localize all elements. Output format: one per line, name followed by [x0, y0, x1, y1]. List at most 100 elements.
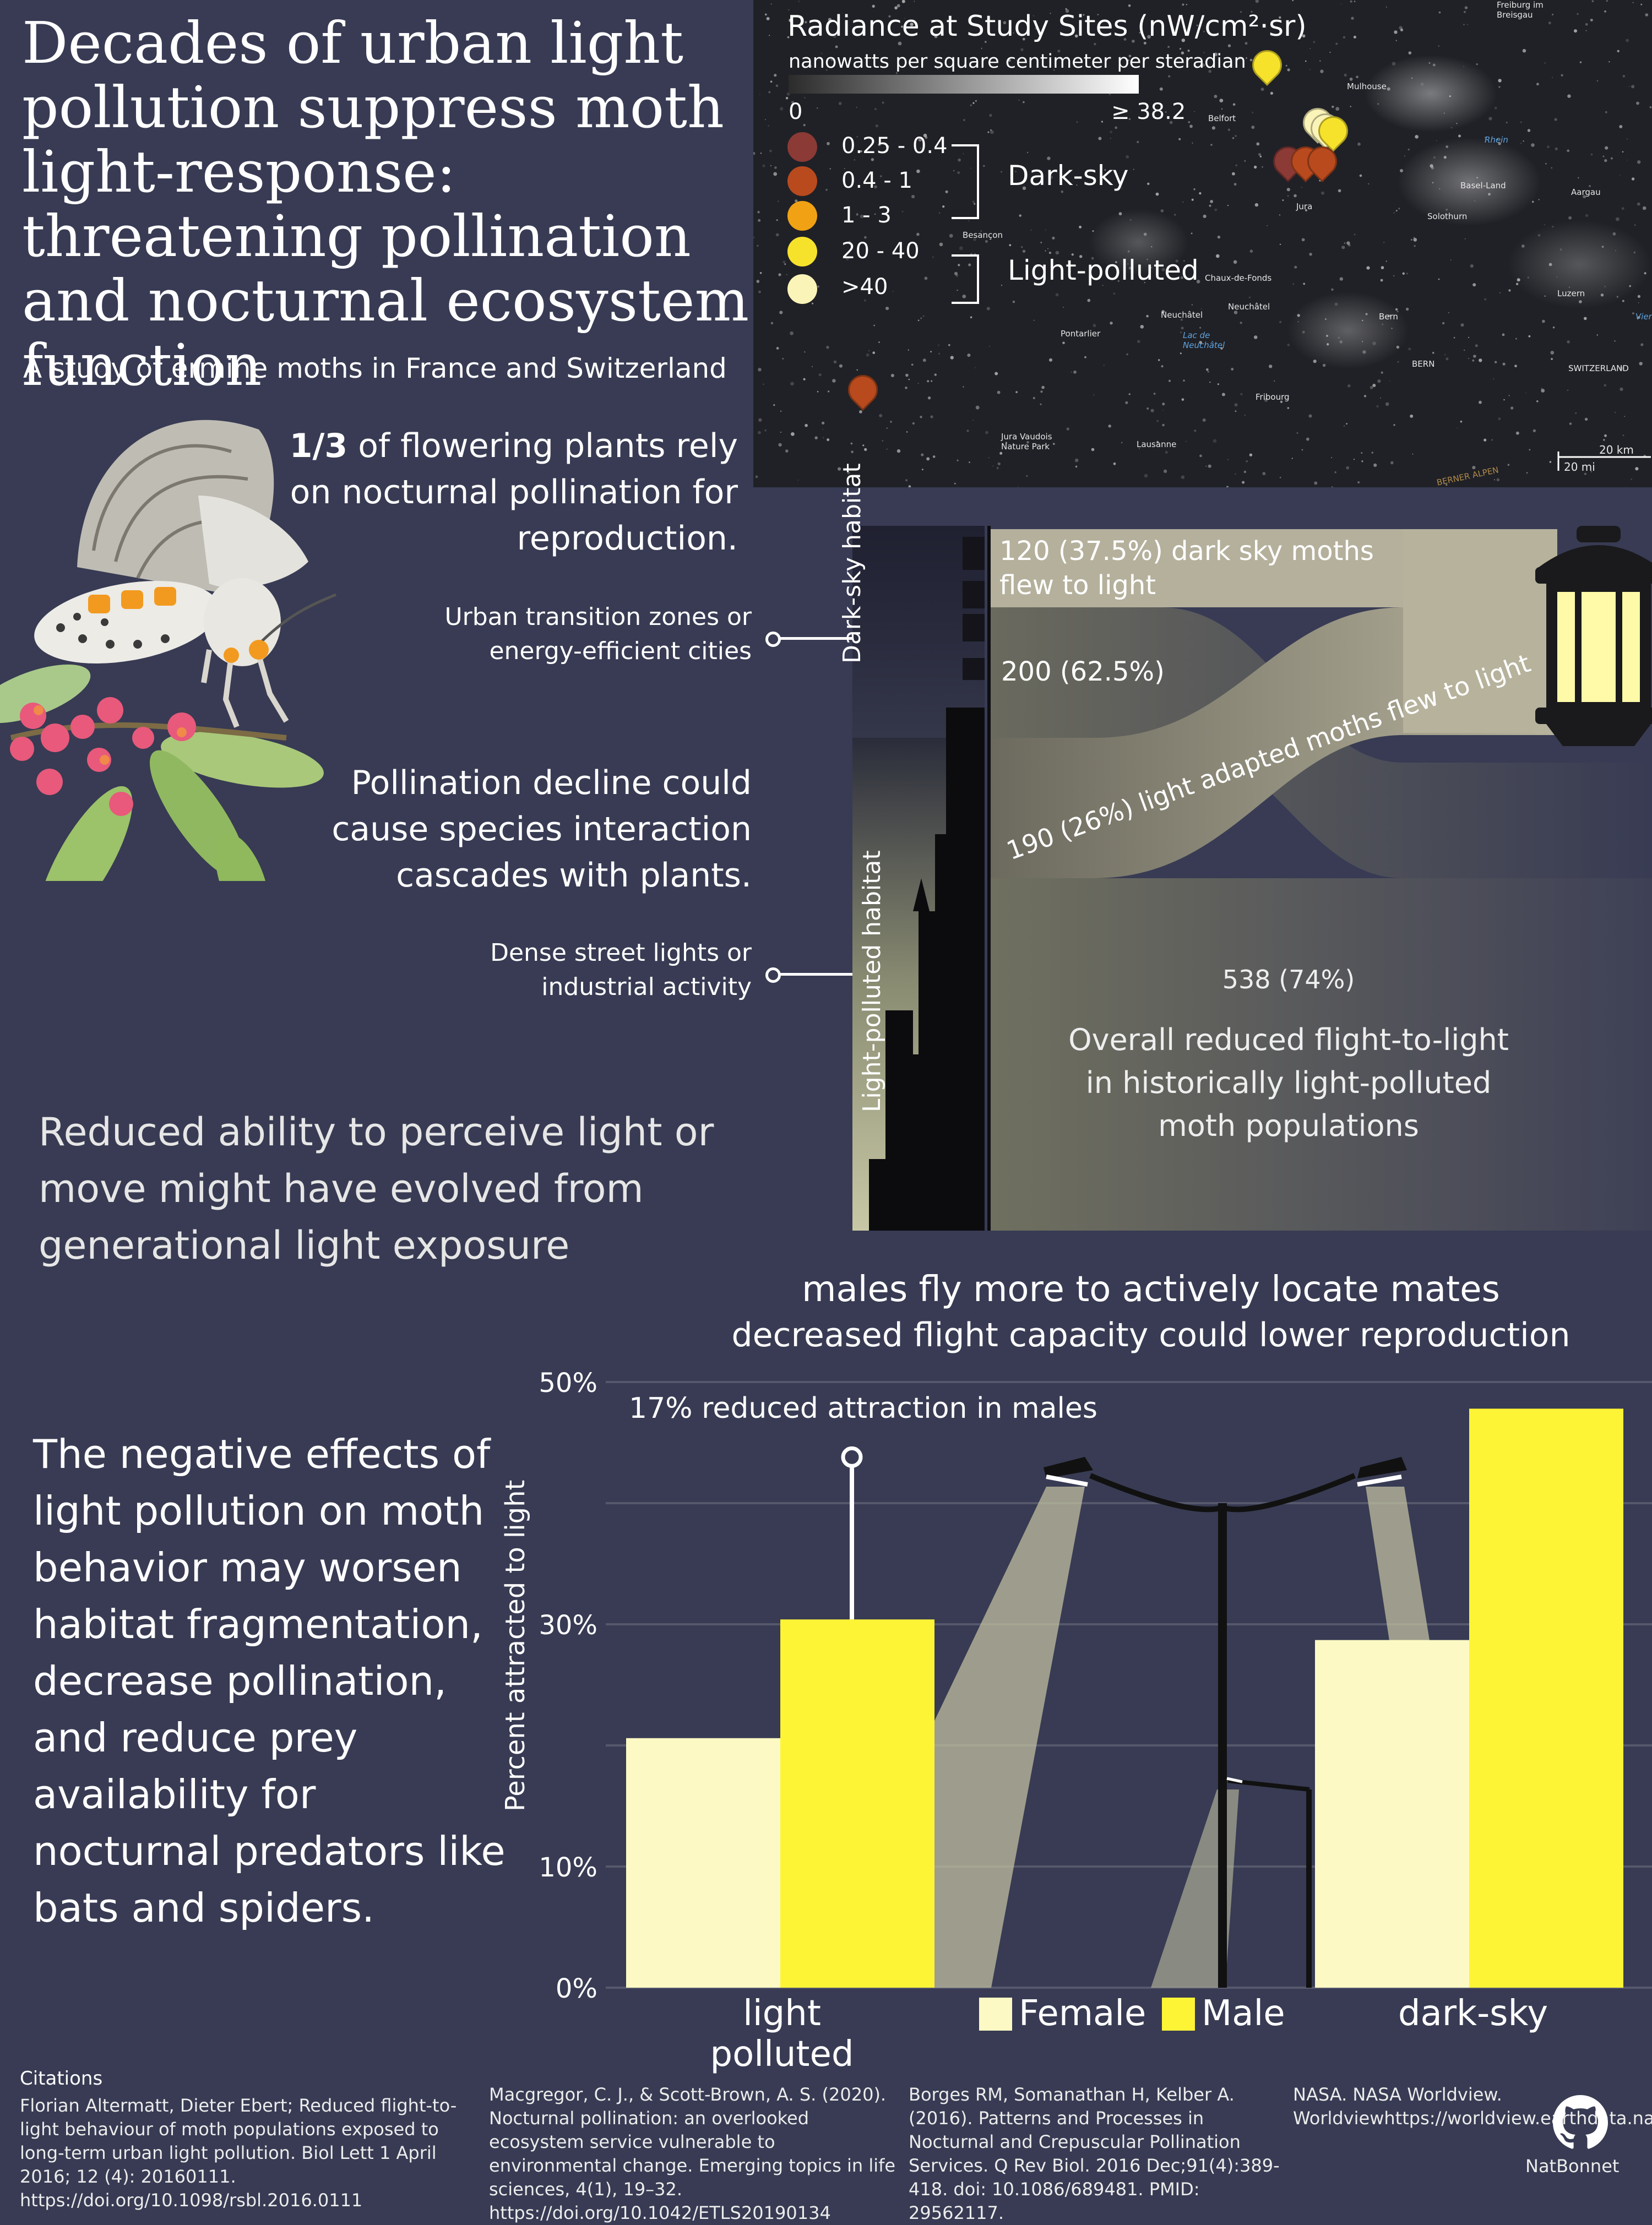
pollination-fact: 1/3 of flowering plants rely on nocturna… — [264, 423, 738, 562]
legend-swatch-female — [979, 1998, 1012, 2031]
flow-dark-flew — [989, 529, 1409, 607]
fact-fraction: 1/3 — [289, 427, 348, 465]
legend-label-1: 0.4 - 1 — [841, 168, 912, 193]
legend-dot-4 — [787, 274, 817, 304]
negative-effects-text: The negative effects of light pollution … — [33, 1431, 506, 1931]
place-label: Rhein — [1485, 135, 1508, 145]
light-polluted-group-label: Light-polluted — [1008, 254, 1199, 286]
place-label: Freiburg im Breisgau — [1497, 0, 1544, 20]
moth-illustration — [0, 420, 336, 881]
bar-female-1 — [1315, 1640, 1469, 1988]
place-label: Chaux-de-Fonds — [1205, 273, 1272, 283]
place-label: Neuchâtel — [1161, 310, 1203, 320]
place-label: Solothurn — [1427, 211, 1468, 221]
radiance-gradient-scale — [789, 75, 1139, 94]
scalebar-km-label: 20 km — [1599, 443, 1634, 456]
bar-male-0 — [780, 1619, 934, 1988]
y-axis-label: Percent attracted to light — [500, 1479, 531, 1811]
place-label: Pontarlier — [1061, 329, 1101, 339]
legend-dot-3 — [787, 237, 817, 266]
scalebar-mi-label: 20 mi — [1564, 460, 1595, 474]
flight-to-light-sankey — [852, 526, 1652, 1231]
legend-label-3: 20 - 40 — [841, 238, 920, 264]
scale-min-label: 0 — [789, 99, 803, 124]
evolution-text: Reduced ability to perceive light or mov… — [39, 1109, 714, 1268]
radiance-map: Radiance at Study Sites (nW/cm²·sr) nano… — [753, 0, 1652, 487]
annotation-pin-head — [841, 1446, 863, 1468]
dark-stayed-label: 200 (62.5%) — [1001, 656, 1165, 687]
leaves — [0, 664, 324, 881]
flew-to-light-bar — [1403, 529, 1557, 733]
y-tick-label: 50% — [539, 1368, 597, 1399]
citation-3: Borges RM, Somanathan H, Kelber A. (2016… — [909, 2084, 1280, 2223]
legend-label-2: 1 - 3 — [841, 203, 892, 228]
map-units: nanowatts per square centimeter per ster… — [789, 51, 1246, 73]
dark-flew-label: 120 (37.5%) dark sky moths flew to light — [999, 536, 1374, 601]
place-label: BERN — [1412, 359, 1435, 369]
x-category-label-0: light polluted — [710, 1993, 854, 2075]
ermine-moth — [34, 420, 336, 728]
citation-1: Florian Altermatt, Dieter Ebert; Reduced… — [20, 2095, 457, 2211]
legend-dot-1 — [787, 166, 817, 196]
github-icon[interactable] — [1553, 2095, 1608, 2150]
legend-label-0: 0.25 - 0.4 — [841, 133, 948, 159]
light-polluted-note: Overall reduced flight-to-light in histo… — [1068, 1022, 1509, 1143]
lantern-icon — [1535, 526, 1652, 746]
page-subtitle: A study of ermine moths in France and Sw… — [23, 352, 727, 384]
dark-sky-group-label: Dark-sky — [1008, 160, 1129, 192]
map-title: Radiance at Study Sites (nW/cm²·sr) — [787, 10, 1307, 43]
dark-zone-description: Urban transition zones or energy-efficie… — [444, 603, 752, 665]
place-label: Bern — [1379, 312, 1398, 322]
light-stayed-label: 538 (74%) — [1222, 965, 1355, 994]
y-tick-label: 10% — [539, 1852, 597, 1883]
place-label: Jura — [1296, 202, 1313, 211]
y-tick-label: 0% — [556, 1973, 597, 2004]
cascade-fact: Pollination decline could cause species … — [332, 764, 752, 895]
legend-label-female: Female — [1019, 1993, 1146, 2034]
place-label: Vierw — [1635, 312, 1652, 322]
bar-female-0 — [626, 1738, 780, 1988]
light-polluted-habitat-label: Light-polluted habitat — [858, 850, 886, 1112]
chart-heading-reproduction: decreased flight capacity could lower re… — [731, 1316, 1571, 1354]
flow-light-stayed — [989, 878, 1652, 1231]
x-category-label-1: dark-sky — [1398, 1993, 1548, 2034]
citation-4: NASA. NASA Worldview. Worldviewhttps://w… — [1293, 2084, 1652, 2129]
dark-zone-connector-dot — [765, 632, 781, 647]
place-label: Jura Vaudois Nature Park — [1001, 432, 1052, 451]
dark-sky-bracket — [952, 144, 979, 219]
place-label: Fribourg — [1256, 392, 1290, 402]
chart-heading-males: males fly more to actively locate mates — [802, 1269, 1500, 1310]
place-label: Besançon — [963, 230, 1003, 240]
y-tick-label: 30% — [539, 1610, 597, 1641]
page-title: Decades of urban light pollution suppres… — [22, 9, 749, 399]
citations-heading: Citations — [20, 2068, 103, 2090]
light-zone-connector-dot — [765, 967, 781, 983]
place-label: Lausanne — [1137, 439, 1177, 449]
scalebar — [1557, 451, 1651, 471]
place-label: Belfort — [1208, 113, 1236, 123]
city-skyline — [869, 537, 985, 1231]
legend-dot-2 — [787, 201, 817, 231]
citation-2: Macgregor, C. J., & Scott-Brown, A. S. (… — [489, 2084, 896, 2223]
light-zone-description: Dense street lights or industrial activi… — [490, 939, 752, 1001]
light-polluted-bracket — [952, 254, 979, 304]
bar-male-1 — [1469, 1408, 1623, 1988]
dark-zone-connector — [771, 637, 852, 640]
dark-sky-habitat-label: Dark-sky habitat — [838, 463, 866, 663]
legend-swatch-male — [1162, 1998, 1195, 2031]
place-label: Basel-Land — [1460, 181, 1506, 191]
legend-label-male: Male — [1202, 1993, 1285, 2034]
place-label: Lac de Neuchâtel — [1183, 330, 1225, 350]
legend-dot-0 — [787, 132, 817, 162]
place-label: Luzern — [1557, 289, 1585, 298]
scale-max-label: ≥ 38.2 — [1111, 99, 1186, 124]
place-label: Mulhouse — [1347, 81, 1387, 91]
place-label: SWITZERLAND — [1568, 363, 1629, 373]
fact-text: of flowering plants rely on nocturnal po… — [290, 427, 738, 558]
attraction-bar-chart: 0% 10% 30% 50% — [539, 1368, 1652, 2004]
legend-label-4: >40 — [841, 274, 888, 300]
chart-annotation: 17% reduced attraction in males — [629, 1392, 1098, 1425]
place-label: Neuchâtel — [1228, 302, 1270, 312]
light-zone-connector — [771, 973, 852, 976]
place-label: Aargau — [1571, 187, 1601, 197]
